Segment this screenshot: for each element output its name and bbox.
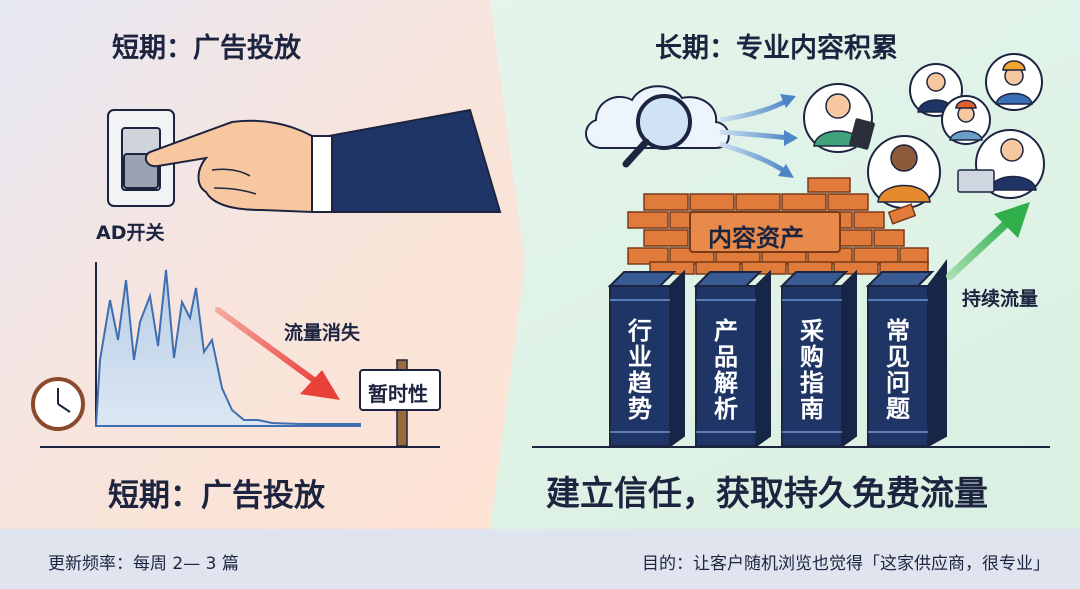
person-avatar-helmet <box>985 53 1043 111</box>
asset-label: 内容资产 <box>708 224 804 252</box>
left-title-bottom: 短期：广告投放 <box>108 478 325 514</box>
traffic-growth-arrow <box>946 202 1030 280</box>
traffic-decline-chart <box>94 262 361 427</box>
book-label-4: 常见问题 <box>886 317 910 423</box>
book-label-1: 行业趋势 <box>628 317 652 423</box>
ad-switch-icon <box>107 109 175 207</box>
update-frequency: 更新频率：每周 2— 3 篇 <box>48 554 239 574</box>
book-purchasing-guide <box>779 269 857 448</box>
book-stack <box>607 259 947 448</box>
clock-icon <box>31 377 85 431</box>
book-faq <box>865 259 947 448</box>
book-label-3: 采购指南 <box>800 317 824 423</box>
person-avatar-tablet <box>803 83 875 153</box>
person-avatar-engineer <box>941 95 991 145</box>
goal-statement: 目的：让客户随机浏览也觉得「这家供应商，很专业」 <box>642 554 1050 574</box>
pointing-hand-icon <box>144 108 502 214</box>
traffic-drop-arrow <box>215 307 340 400</box>
right-tagline: 建立信任，获取持久免费流量 <box>546 474 988 514</box>
search-beam-arrows <box>719 94 798 178</box>
traffic-drop-label: 流量消失 <box>284 322 361 344</box>
cloud-search-icon <box>585 85 730 168</box>
footer-bar: 更新频率：每周 2— 3 篇 目的：让客户随机浏览也觉得「这家供应商，很专业」 <box>0 529 1080 589</box>
person-avatar-laptop <box>957 129 1045 199</box>
signpost-icon <box>359 359 441 447</box>
book-product-analysis <box>693 269 771 448</box>
sign-label: 暂时性 <box>368 382 428 406</box>
asset-label-plate <box>689 211 841 253</box>
book-label-2: 产品解析 <box>714 317 738 423</box>
book-industry-trends <box>607 269 685 448</box>
person-avatar-worker <box>867 135 941 209</box>
growth-label: 持续流量 <box>962 288 1039 310</box>
switch-label: AD开关 <box>96 222 165 244</box>
right-title: 长期：专业内容积累 <box>655 33 898 64</box>
left-title-top: 短期：广告投放 <box>112 33 301 64</box>
